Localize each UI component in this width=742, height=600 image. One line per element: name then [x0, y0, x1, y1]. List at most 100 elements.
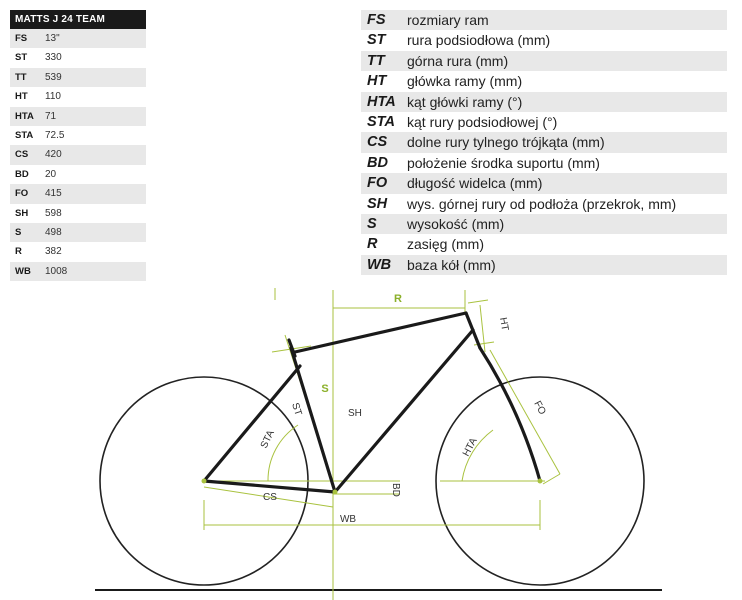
table-row: HTA 71	[10, 106, 146, 126]
legend-row: FO długość widelca (mm)	[361, 173, 727, 194]
table-row: BD 20	[10, 165, 146, 184]
label-cs: CS	[263, 492, 277, 503]
legend-row: SH wys. górnej rury od podłoża (przekrok,…	[361, 194, 727, 214]
table-row-value: 330	[45, 52, 62, 64]
label-ht: HT	[497, 317, 510, 332]
legend-row: CS dolne rury tylnego trójkąta (mm)	[361, 132, 727, 153]
table-row: R 382	[10, 242, 146, 261]
legend-row: TT górna rura (mm)	[361, 50, 727, 72]
table-row: FS 13"	[10, 29, 146, 49]
legend-abbr: FS	[367, 12, 386, 28]
legend-abbr: CS	[367, 134, 388, 151]
table-row: HT 110	[10, 87, 146, 106]
legend-desc: rura podsiodłowa (mm)	[407, 32, 551, 49]
table-row-key: R	[15, 246, 22, 258]
table-row-key: TT	[15, 71, 27, 83]
table-row-key: SH	[15, 207, 29, 219]
table-row-key: HT	[15, 91, 28, 103]
legend-desc: kąt rury podsiodłowej (°)	[407, 113, 558, 130]
legend-row: BD położenie środka suportu (mm)	[361, 153, 727, 173]
table-row-value: 498	[45, 226, 62, 238]
legend-desc: główka ramy (mm)	[407, 73, 523, 90]
legend-row: FS rozmiary ram	[361, 10, 727, 31]
table-row-value: 539	[45, 71, 62, 83]
legend-desc: rozmiary ram	[407, 12, 489, 28]
table-row-value: 382	[45, 246, 62, 258]
legend-row: HT główka ramy (mm)	[361, 71, 727, 91]
legend-abbr: STA	[367, 113, 395, 130]
front-wheel	[435, 376, 645, 586]
label-s: S	[321, 383, 328, 395]
table-row-key: STA	[15, 129, 34, 141]
table-row-key: ST	[15, 52, 28, 64]
legend-row: HTA kąt główki ramy (°)	[361, 91, 727, 112]
legend-abbr: HT	[367, 73, 387, 90]
dimension-lines	[203, 288, 561, 600]
label-fo: FO	[531, 399, 547, 417]
table-row-value: 71	[45, 110, 57, 122]
label-wb: WB	[340, 514, 356, 525]
legend-row: ST rura podsiodłowa (mm)	[361, 30, 727, 50]
geometry-table-title: MATTS J 24 TEAM	[10, 10, 146, 29]
front-axle	[537, 478, 543, 484]
table-row: FO 415	[10, 184, 146, 204]
bottom-bracket	[332, 489, 338, 495]
table-row-value: 13"	[45, 33, 60, 44]
table-row-value: 415	[45, 188, 62, 200]
legend-desc: kąt główki ramy (°)	[407, 93, 523, 110]
legend-abbr: ST	[367, 32, 386, 49]
legend-desc: położenie środka suportu (mm)	[407, 154, 600, 171]
table-row-key: S	[15, 226, 22, 238]
bike-frame	[202, 311, 542, 494]
legend-desc: górna rura (mm)	[407, 52, 509, 69]
label-sh: SH	[348, 408, 362, 419]
legend-abbr: WB	[367, 256, 392, 273]
label-hta: HTA	[461, 436, 480, 458]
table-row-key: CS	[15, 149, 29, 161]
legend-desc: baza kół (mm)	[407, 256, 496, 273]
legend-desc: wys. górnej rury od podłoża (przekrok, m…	[407, 195, 677, 212]
label-bd: BD	[390, 483, 401, 497]
table-row: WB 1008	[10, 261, 146, 282]
table-row-value: 1008	[45, 265, 68, 277]
legend-desc: dolne rury tylnego trójkąta (mm)	[407, 134, 605, 151]
legend-row: WB baza kół (mm)	[361, 254, 727, 276]
rear-axle	[201, 478, 207, 484]
label-sta: STA	[259, 428, 277, 450]
table-row: TT 539	[10, 67, 146, 88]
legend-abbr: R	[367, 236, 378, 253]
table-row-value: 72.5	[45, 129, 65, 141]
label-r: R	[394, 293, 402, 305]
table-row-value: 110	[45, 91, 61, 103]
table-row-key: FO	[15, 188, 29, 200]
table-row-value: 20	[45, 168, 57, 180]
legend-abbr: FO	[367, 175, 388, 192]
legend-desc: zasięg (mm)	[407, 236, 485, 253]
table-row-value: 420	[45, 149, 62, 161]
legend-abbr: SH	[367, 195, 388, 212]
table-row-key: FS	[15, 33, 28, 44]
table-row: STA 72.5	[10, 126, 146, 145]
table-row: CS 420	[10, 145, 146, 165]
table-row-key: HTA	[15, 110, 34, 122]
legend-abbr: TT	[367, 52, 385, 69]
table-row: ST 330	[10, 48, 146, 67]
table-row: SH 598	[10, 204, 146, 223]
legend-desc: wysokość (mm)	[407, 215, 505, 232]
table-row-key: BD	[15, 168, 29, 180]
legend-abbr: BD	[367, 154, 388, 171]
table-row-key: WB	[15, 265, 31, 277]
table-row: S 498	[10, 222, 146, 243]
legend-desc: długość widelca (mm)	[407, 175, 543, 192]
table-row-value: 598	[45, 207, 62, 219]
legend-abbr: S	[367, 215, 377, 232]
legend-abbr: HTA	[367, 93, 396, 110]
label-st: ST	[289, 402, 303, 418]
legend-row: STA kąt rury podsiodłowej (°)	[361, 112, 727, 132]
